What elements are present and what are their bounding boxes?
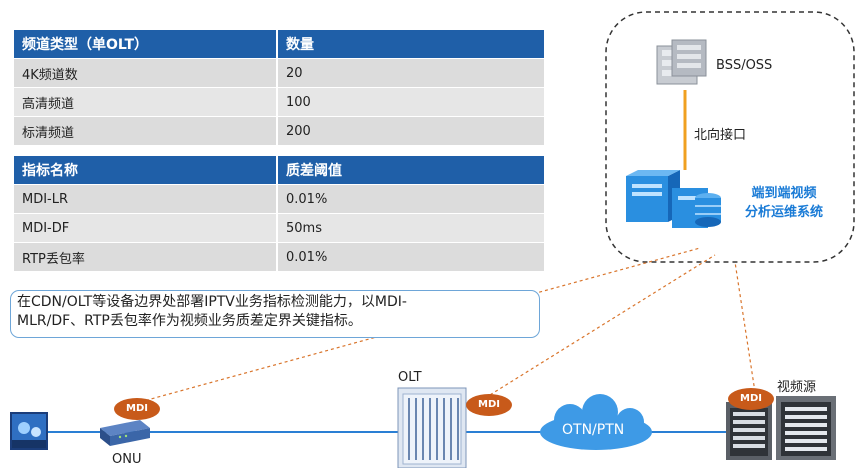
table-cell: 100 xyxy=(277,87,544,117)
table-header-row: 频道类型（单OLT） 数量 xyxy=(14,30,544,59)
table-cell: 高清频道 xyxy=(14,87,278,117)
channel-type-table: 频道类型（单OLT） 数量 4K频道数 20 高清频道 100 标清频道 200 xyxy=(14,30,544,146)
table-cell: 0.01% xyxy=(277,184,544,214)
mdi-badge-onu: MDI xyxy=(114,398,160,420)
table-row: MDI-LR 0.01% xyxy=(14,184,544,214)
bss-oss-label: BSS/OSS xyxy=(716,58,773,73)
table-row: MDI-DF 50ms xyxy=(14,213,544,243)
table-cell: RTP丢包率 xyxy=(14,242,278,272)
header-indicator-name: 指标名称 xyxy=(14,156,278,185)
table-cell: 50ms xyxy=(277,213,544,243)
header-threshold: 质差阈值 xyxy=(277,156,544,185)
header-channel-type: 频道类型（单OLT） xyxy=(14,30,278,59)
indicator-threshold-table: 指标名称 质差阈值 MDI-LR 0.01% MDI-DF 50ms RTP丢包… xyxy=(14,156,544,272)
table-cell: MDI-LR xyxy=(14,184,278,214)
otn-ptn-cloud-icon xyxy=(540,394,652,450)
callout-line-1: 在CDN/OLT等设备边界处部署IPTV业务指标检测能力，以MDI- xyxy=(17,294,407,310)
table-header-row: 指标名称 质差阈值 xyxy=(14,156,544,185)
onu-device-icon xyxy=(100,420,150,446)
system-name-line-1: 端到端视频 xyxy=(751,186,817,201)
system-name-label: 端到端视频 分析运维系统 xyxy=(722,184,846,222)
table-cell: 标清频道 xyxy=(14,116,278,146)
otn-ptn-label: OTN/PTN xyxy=(562,422,625,438)
callout-line-2: MLR/DF、RTP丢包率作为视频业务质差定界关键指标。 xyxy=(17,313,362,329)
header-quantity: 数量 xyxy=(277,30,544,59)
olt-label: OLT xyxy=(398,370,422,385)
callout-box: 在CDN/OLT等设备边界处部署IPTV业务指标检测能力，以MDI- MLR/D… xyxy=(10,290,540,338)
mdi-badge-olt: MDI xyxy=(466,394,512,416)
table-cell: MDI-DF xyxy=(14,213,278,243)
table-cell: 200 xyxy=(277,116,544,146)
onu-label: ONU xyxy=(112,452,142,467)
table-row: 标清频道 200 xyxy=(14,116,544,146)
olt-chassis-icon xyxy=(397,387,467,468)
table-row: 高清频道 100 xyxy=(14,87,544,117)
table-cell: 20 xyxy=(277,58,544,88)
system-name-line-2: 分析运维系统 xyxy=(744,205,823,220)
analysis-system-icon xyxy=(626,170,721,228)
mdi-badge-source: MDI xyxy=(728,388,774,410)
video-source-label: 视频源 xyxy=(777,380,817,395)
video-source-server-icon xyxy=(726,396,836,460)
table-row: RTP丢包率 0.01% xyxy=(14,242,544,272)
table-cell: 0.01% xyxy=(277,242,544,272)
tv-screen-icon xyxy=(10,412,48,450)
server-icon xyxy=(656,39,707,85)
table-row: 4K频道数 20 xyxy=(14,58,544,88)
north-interface-label: 北向接口 xyxy=(694,128,747,143)
table-cell: 4K频道数 xyxy=(14,58,278,88)
management-system-region xyxy=(605,11,855,263)
